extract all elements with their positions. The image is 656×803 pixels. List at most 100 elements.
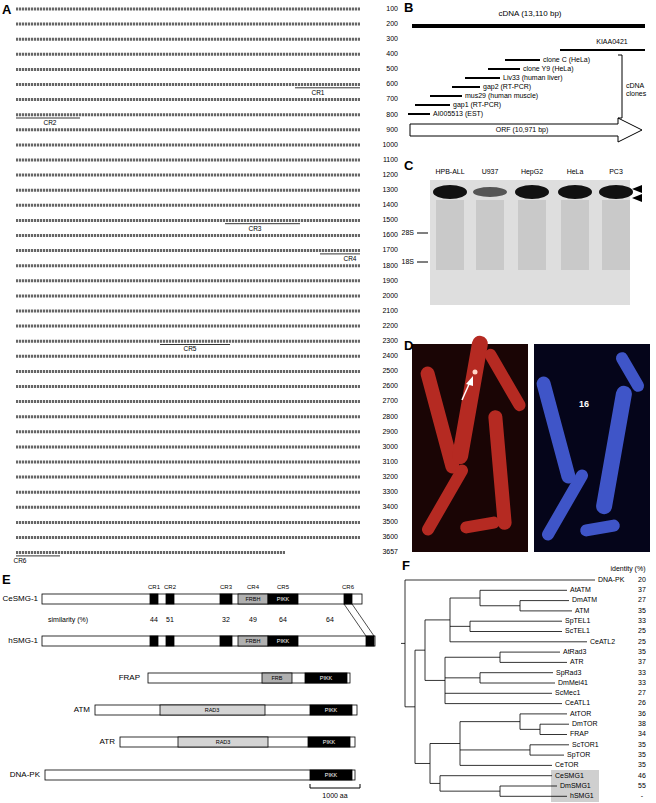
protein-name: DNA-PK [0,770,40,780]
tree-leaf: DmMei41 [558,679,588,687]
tree-branch [450,626,470,627]
tree-branch [445,677,480,678]
domain-label: PIKK [231,707,431,714]
residue-number: 1200 [198,171,398,179]
identity-value: 33 [542,617,656,625]
tree-leaf: SpTEL1 [565,617,590,625]
identity-value: 46 [542,772,656,780]
sequence-line [16,204,360,207]
chromosome [488,410,512,531]
residue-number: 1400 [198,201,398,209]
residue-number: 300 [198,35,398,43]
sequence-line [16,264,360,267]
clone-bracket [618,55,622,118]
arrowhead [632,185,642,193]
region-label: CR5 [90,345,290,353]
region-label: CR4 [250,255,450,263]
tree-branch [480,590,567,591]
residue-number: 2100 [198,307,398,315]
tree-leaf: AtTOR [570,710,591,718]
domain-label: PIKK [183,638,383,645]
lane-label: PC3 [516,168,656,176]
residue-number: 3000 [198,443,398,451]
conserved-region [220,636,232,646]
rrna-marker: 18S [214,258,414,266]
scale-bar [310,784,360,788]
similarity-value: 51 [70,616,270,624]
tree-branch [480,683,555,684]
tree-branch [520,600,569,601]
panel-letter: C [404,158,413,174]
residue-number: 1800 [198,262,398,270]
identity-value: 27 [542,689,656,697]
clone-label: KIAA0421 [512,38,656,46]
clone-line [505,59,540,61]
residue-number: 200 [198,20,398,28]
protein-bar [95,705,357,715]
conserved-region [166,636,174,646]
clone-line [430,95,462,97]
identity-value: 35 [542,741,656,749]
tree-branch [430,783,440,784]
conserved-region [150,636,158,646]
identity-value: 33 [542,679,656,687]
tree-branch [500,662,567,663]
blot-background [430,180,630,305]
identity-value: 35 [542,761,656,769]
sequence-line [16,355,360,358]
region-label: CR2 [0,119,150,127]
sequence-line [16,461,360,464]
identity-value: 27 [542,596,656,604]
domain-label: FRB [177,675,377,682]
sequence-line [16,189,360,192]
sequence-line [16,113,360,116]
domain-label: PIKK [231,772,431,779]
identity-value: 55 [542,782,656,790]
blot-band [599,185,633,199]
region-label: CR6 [248,584,448,591]
sequence-line [16,445,360,448]
clone-line [465,77,500,79]
residue-number: 1600 [198,231,398,239]
tree-branch [450,641,587,642]
residue-number: 2200 [198,322,398,330]
domain-label: PIKK [183,596,383,603]
sequence-line [16,8,360,11]
sequence-line [16,551,285,554]
tree-branch [405,580,595,581]
axis-label: similarity (%) [48,616,88,624]
identity-value: 33 [542,669,656,677]
chromosome [459,516,500,535]
tree-leaf: ATM [575,607,589,615]
residue-number: 1900 [198,277,398,285]
tree-branch [500,786,557,787]
tree-leaf: ScTOR1 [572,741,599,749]
blot-band [433,185,467,199]
region-underline [225,223,300,224]
residue-number: 600 [198,80,398,88]
sequence-line [16,430,360,433]
region-label: CR6 [0,557,120,565]
similarity-value: 64 [230,616,430,624]
tree-branch [430,743,460,744]
residue-number: 2300 [198,337,398,345]
domain-label: FRBH [153,596,353,603]
tree-leaf: FRAP [570,730,589,738]
identity-value: 37 [542,658,656,666]
conserved-region [344,594,352,604]
tree-branch [470,621,562,622]
orf-label: ORF (10,971 bp) [422,126,622,134]
sequence-line [16,143,360,146]
region-underline [16,555,60,556]
lane-label: U937 [390,168,590,176]
tree-branch [440,791,500,792]
lane-label: HPB-ALL [350,168,550,176]
similarity-value: 64 [183,616,383,624]
domain-label: PIKK [226,675,426,682]
region-label: CR3 [126,584,326,591]
domain-label: FRBH [153,638,353,645]
protein-bar [45,770,355,780]
similarity-value: 49 [153,616,353,624]
alignment-line [344,604,366,636]
